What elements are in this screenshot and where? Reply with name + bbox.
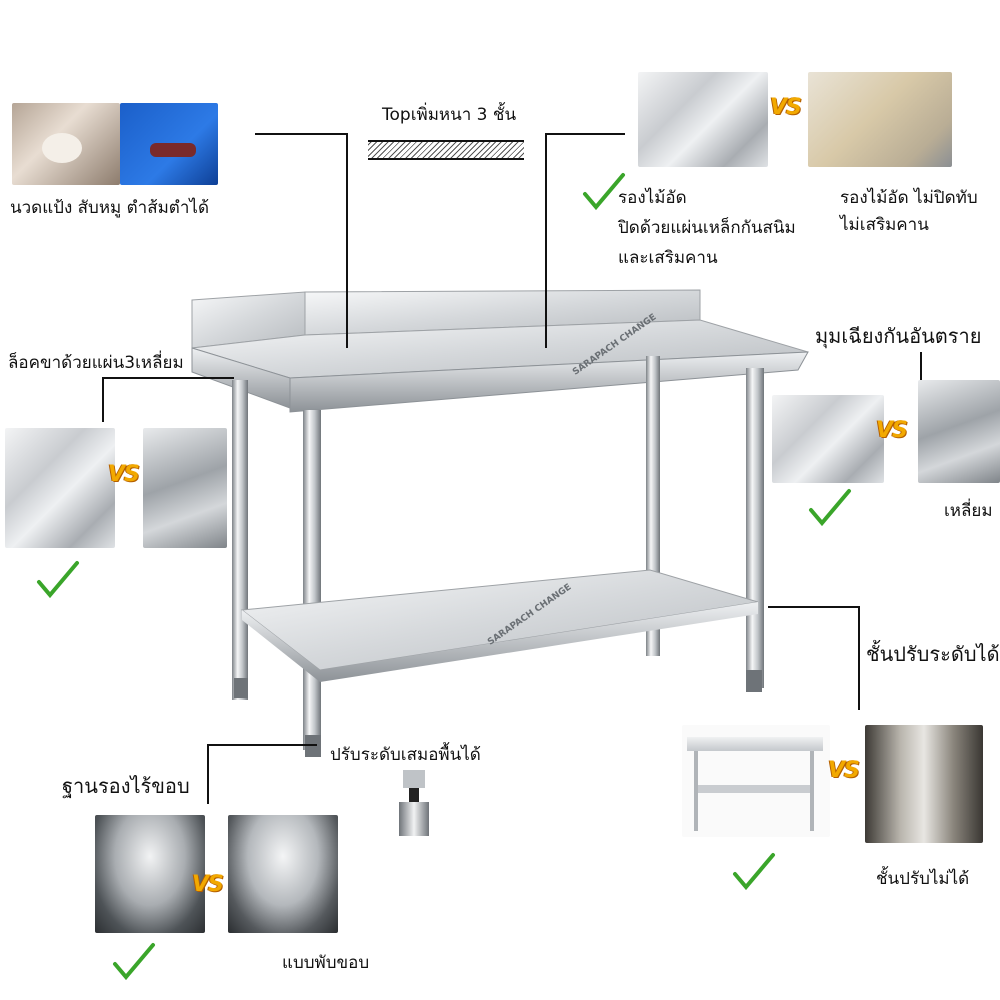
leader-line (207, 744, 317, 746)
chopping-photo (120, 103, 218, 185)
vs-badge-shelf: VS (828, 758, 860, 783)
leader-line (545, 133, 547, 348)
leader-line (858, 606, 860, 710)
plywood-uncovered-photo (808, 72, 952, 167)
label-shelf-adjust: ชั้นปรับระดับได้ (866, 642, 1000, 666)
label-corner: มุมเฉียงกันอันตราย (815, 324, 982, 348)
label-leg-lock: ล็อคขาด้วยแผ่น3เหลี่ยม (8, 353, 184, 373)
check-icon (733, 853, 775, 891)
leader-line (102, 377, 104, 422)
vs-badge-leg: VS (108, 462, 140, 487)
label-base: ฐานรองไร้ขอบ (62, 774, 190, 798)
check-icon (809, 489, 851, 527)
corner-square-photo (918, 380, 1000, 483)
leader-line (102, 377, 234, 379)
leader-line (207, 744, 209, 804)
leveler-foot-photo (393, 770, 435, 836)
check-icon (583, 173, 625, 211)
leader-line (768, 606, 860, 608)
leader-line (346, 133, 348, 348)
leg-no-plate-photo (143, 428, 227, 548)
leg-lock-plate-photo (5, 428, 115, 548)
label-shelf-fixed: ชั้นปรับไม่ได้ (876, 869, 970, 889)
label-folded: แบบพับขอบ (282, 953, 370, 973)
main-table-illustration: SARAPACH CHANGE SARAPACH CHANGE (180, 280, 820, 760)
shelf-adjustable-photo (682, 725, 830, 837)
label-top-thickness: Topเพิ่มหนา 3 ชั้น (382, 105, 517, 125)
steel-table-svg (191, 289, 809, 757)
label-plywood-bad-2: ไม่เสริมคาน (840, 215, 929, 235)
top-layer-diagram (368, 140, 524, 160)
vs-badge-corner: VS (876, 418, 908, 443)
corner-angled-photo (772, 395, 884, 483)
base-seamless-photo (95, 815, 205, 933)
leader-line (545, 133, 625, 135)
label-knead: นวดแป้ง สับหมู ตำส้มตำได้ (10, 198, 209, 218)
label-plywood-bad-1: รองไม้อัด ไม่ปิดทับ (840, 188, 978, 208)
vs-badge-base: VS (192, 872, 224, 897)
check-icon (113, 943, 155, 981)
label-plywood-ok-2: ปิดด้วยแผ่นเหล็กกันสนิม (618, 218, 796, 238)
label-leveler: ปรับระดับเสมอพื้นได้ (330, 745, 481, 765)
base-folded-photo (228, 815, 338, 933)
leader-line (255, 133, 348, 135)
check-icon (37, 561, 79, 599)
label-plywood-ok-3: และเสริมคาน (618, 248, 718, 268)
plywood-covered-photo (638, 72, 768, 167)
leader-line (920, 352, 922, 380)
shelf-fixed-photo (865, 725, 983, 843)
kneading-photo (12, 103, 120, 185)
label-plywood-ok-1: รองไม้อัด (618, 188, 687, 208)
label-square: เหลี่ยม (944, 501, 993, 521)
vs-badge: VS (770, 95, 802, 120)
